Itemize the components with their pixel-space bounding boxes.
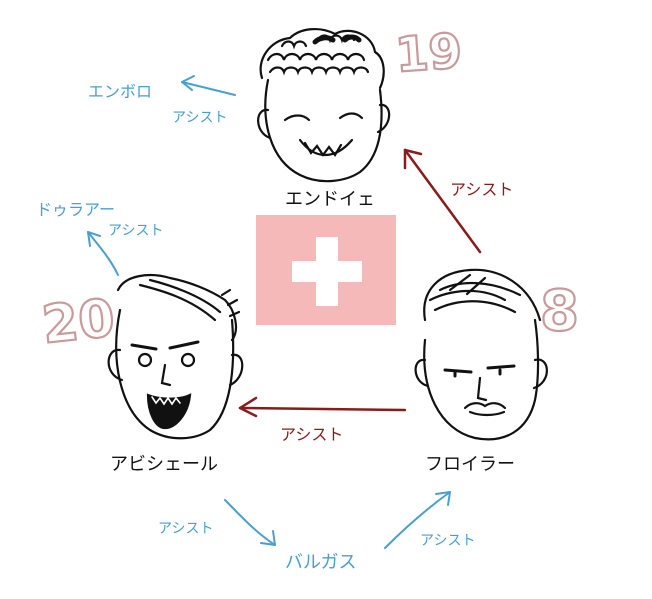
face-top [257,28,391,183]
assist-red-lower: アシスト [280,425,343,444]
assist-blue-left: アシスト [108,223,163,239]
number-right: 8 [540,279,579,344]
red-arrow-right-to-left [238,396,407,418]
blue-arrow-bottom-to-right [384,491,451,549]
face-left [107,274,244,440]
face-right [414,268,548,441]
name-left: アビシェール [110,454,218,475]
blue-arrow-left-to-drmic [87,231,119,276]
assist-blue-lower-right: アシスト [420,533,475,549]
number-left: 20 [39,289,117,356]
assist-blue-top: アシスト [172,110,227,126]
assist-red-upper: アシスト [450,180,513,199]
name-top: エンドイェ [285,189,375,210]
assist-blue-lower-left: アシスト [158,521,213,537]
blue-arrow-top-to-embolo [181,75,236,96]
name-bottom: バルガス [285,552,356,573]
name-right: フロイラー [425,454,515,475]
name-top-left: エンボロ [88,82,152,101]
red-arrow-right-to-top [403,148,482,254]
blue-arrow-left-to-bottom [224,499,276,546]
name-left-top: ドゥラアー [36,200,115,219]
swiss-flag [256,215,396,325]
number-top: 19 [393,23,464,84]
